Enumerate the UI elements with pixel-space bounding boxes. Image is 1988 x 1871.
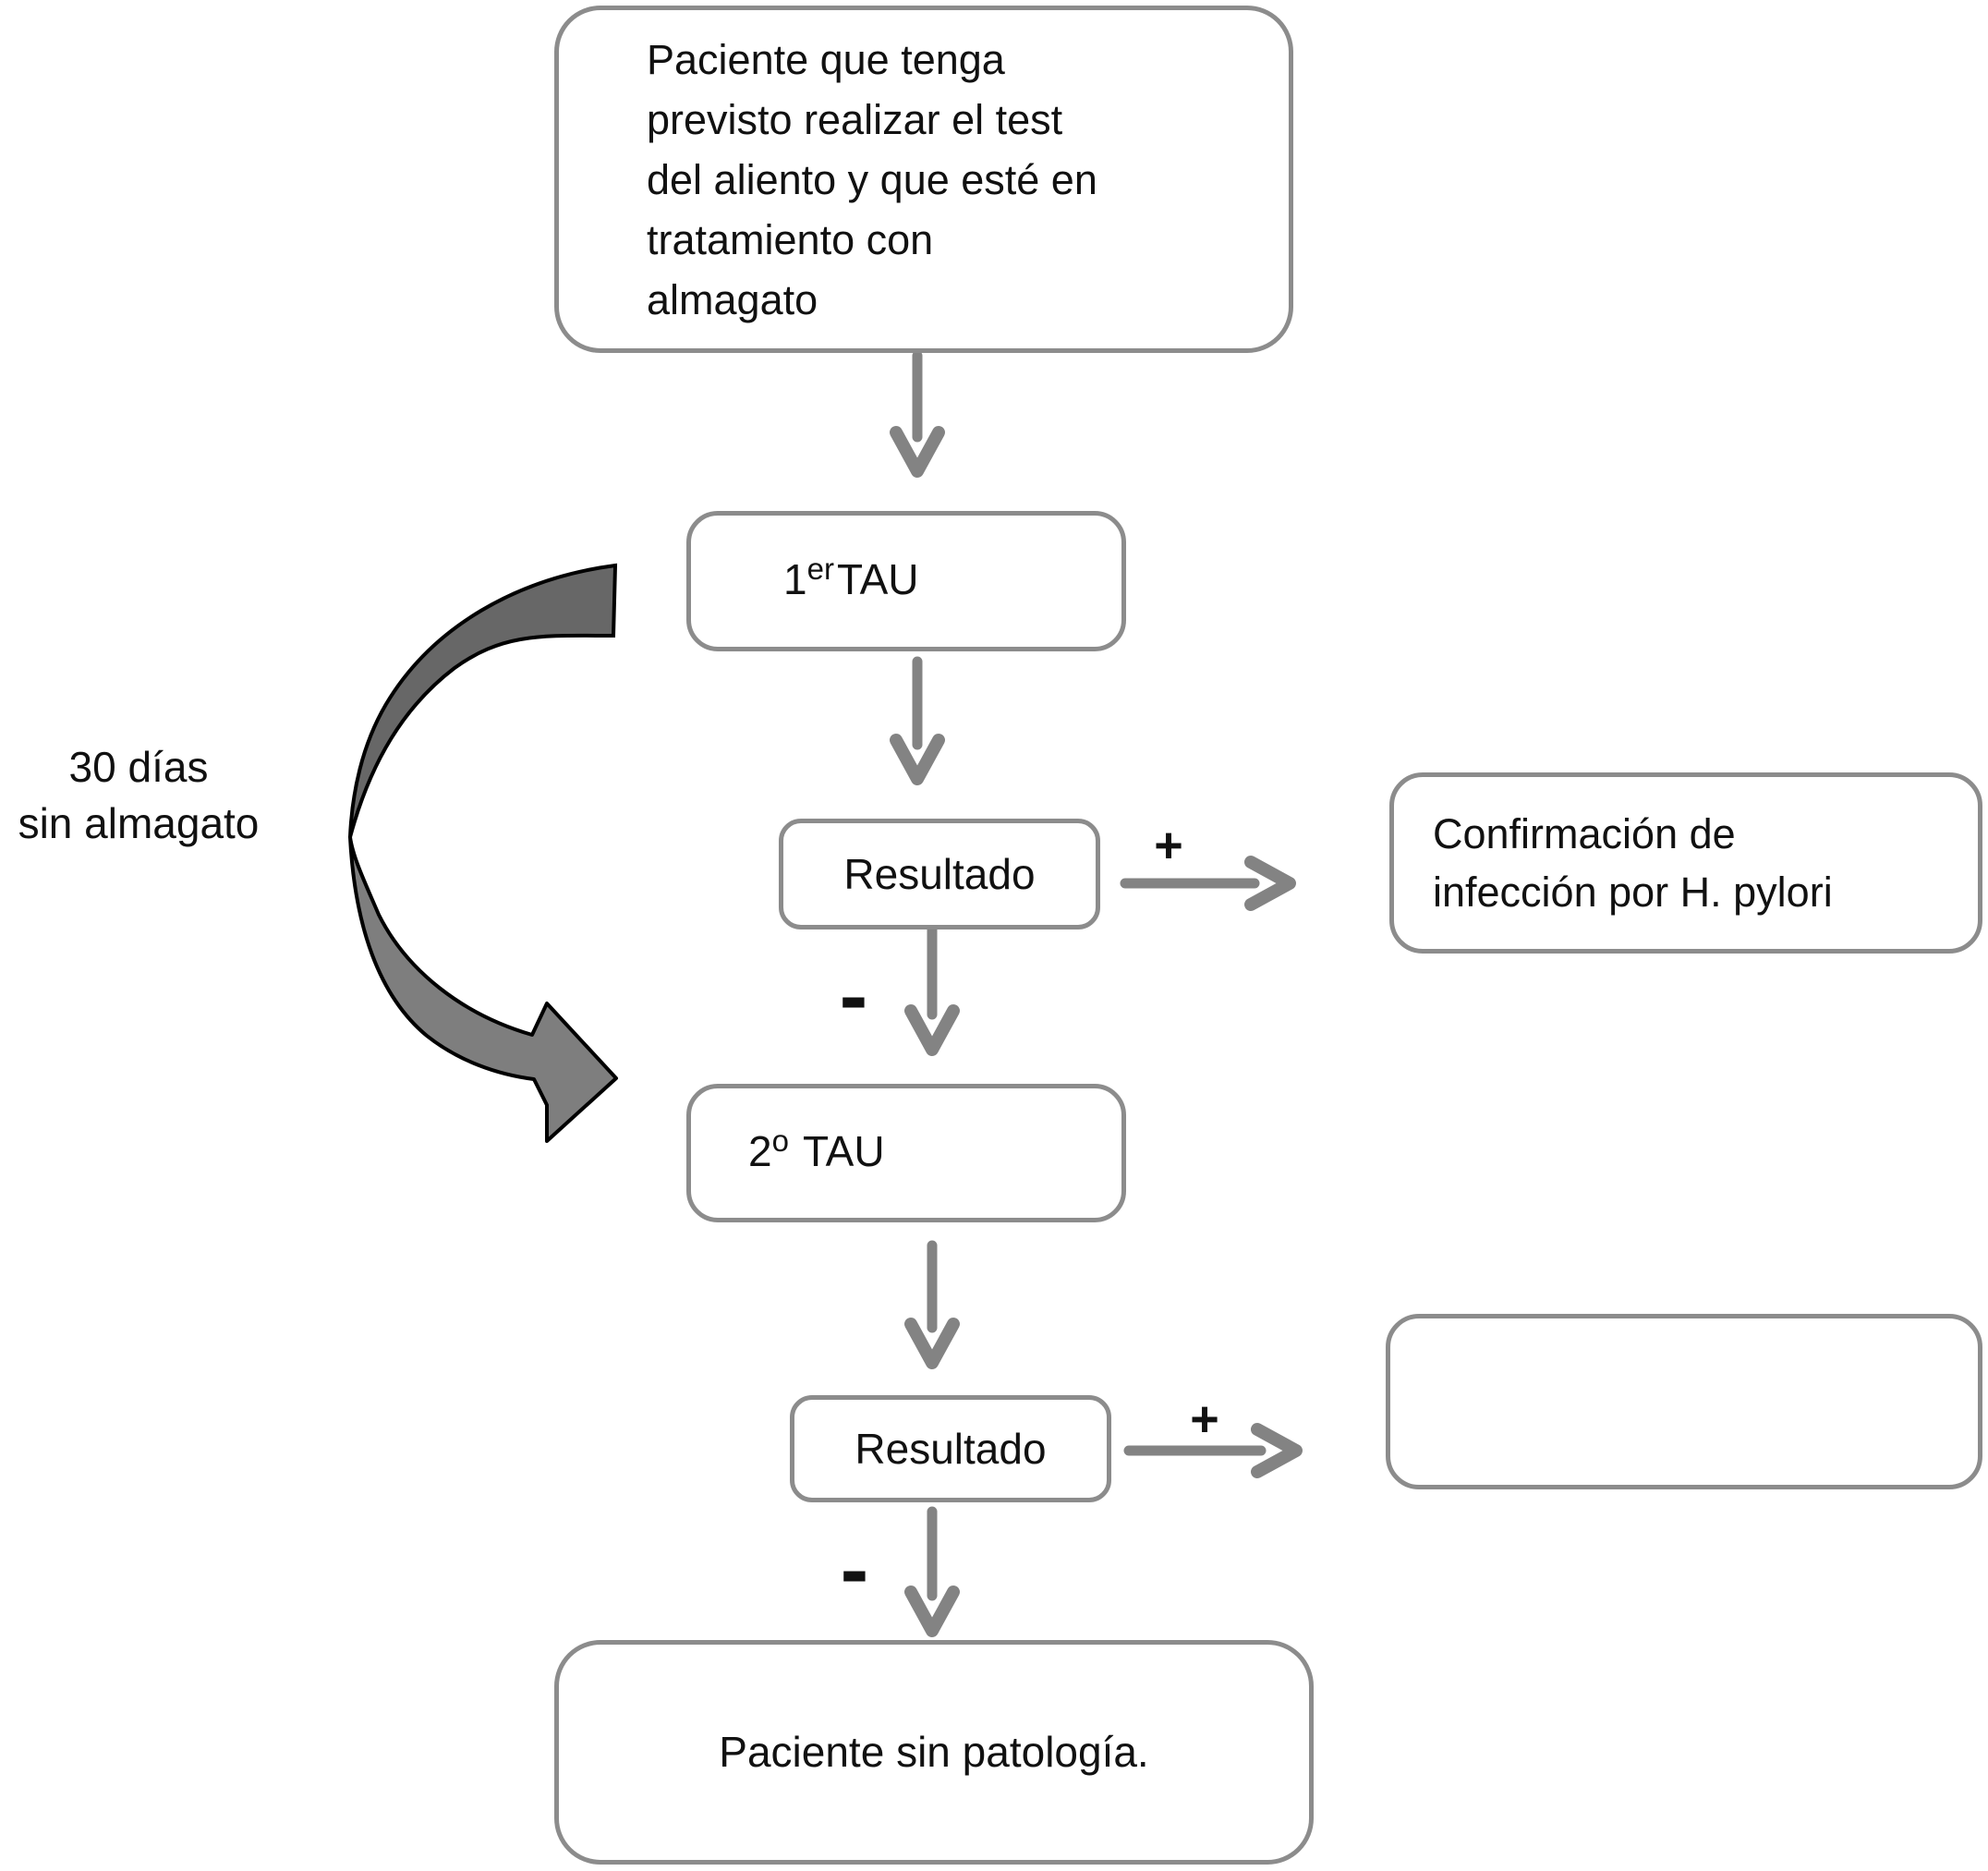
label-plus-resultado-1: + — [1154, 818, 1183, 873]
first-tau-label: TAU — [836, 554, 919, 603]
node-paciente-sin-patologia: Paciente sin patología. — [554, 1640, 1314, 1865]
node-paciente-sin-patologia-text: Paciente sin patología. — [719, 1728, 1149, 1776]
node-second-tau: 2o TAU — [686, 1084, 1126, 1222]
node-second-tau-text: 2o TAU — [748, 1122, 885, 1185]
node-resultado-1: Resultado — [779, 819, 1100, 929]
arrow-resultado2-to-final — [904, 1506, 960, 1637]
curved-arrow-upper-segment — [348, 563, 618, 838]
node-confirmacion-1-text: Confirmación de infección por H. pylori — [1433, 810, 1833, 916]
node-resultado-2: Resultado — [790, 1395, 1111, 1502]
node-patient-start: Paciente que tenga previsto realizar el … — [554, 6, 1293, 353]
arrow-start-to-tau1 — [890, 350, 945, 478]
arrow-tau1-to-resultado1 — [890, 656, 945, 785]
node-confirmacion-1: Confirmación de infección por H. pylori — [1389, 772, 1982, 954]
first-tau-ordinal-superscript: er — [806, 551, 834, 586]
first-tau-number: 1 — [783, 554, 807, 603]
node-patient-start-text: Paciente que tenga previsto realizar el … — [647, 35, 1097, 323]
arrow-tau2-to-resultado2 — [904, 1240, 960, 1369]
arrow-resultado2-to-confirm2 — [1123, 1423, 1303, 1478]
label-plus-resultado-2: + — [1190, 1391, 1219, 1447]
node-first-tau: 1erTAU — [686, 511, 1126, 651]
second-tau-label: TAU — [802, 1126, 885, 1175]
arrow-resultado1-to-tau2 — [904, 921, 960, 1056]
arrow-resultado1-to-confirm1 — [1120, 856, 1296, 911]
node-resultado-2-text: Resultado — [855, 1424, 1047, 1473]
second-tau-number: 2 — [748, 1126, 772, 1175]
curved-arrow-lower-segment-with-head — [348, 835, 618, 1143]
node-confirmacion-2 — [1386, 1314, 1982, 1489]
node-resultado-1-text: Resultado — [843, 849, 1036, 898]
label-30-dias-sin-almagato: 30 días sin almagato — [18, 743, 260, 847]
node-first-tau-text: 1erTAU — [783, 550, 919, 614]
second-tau-ordinal-superscript: o — [771, 1123, 789, 1158]
